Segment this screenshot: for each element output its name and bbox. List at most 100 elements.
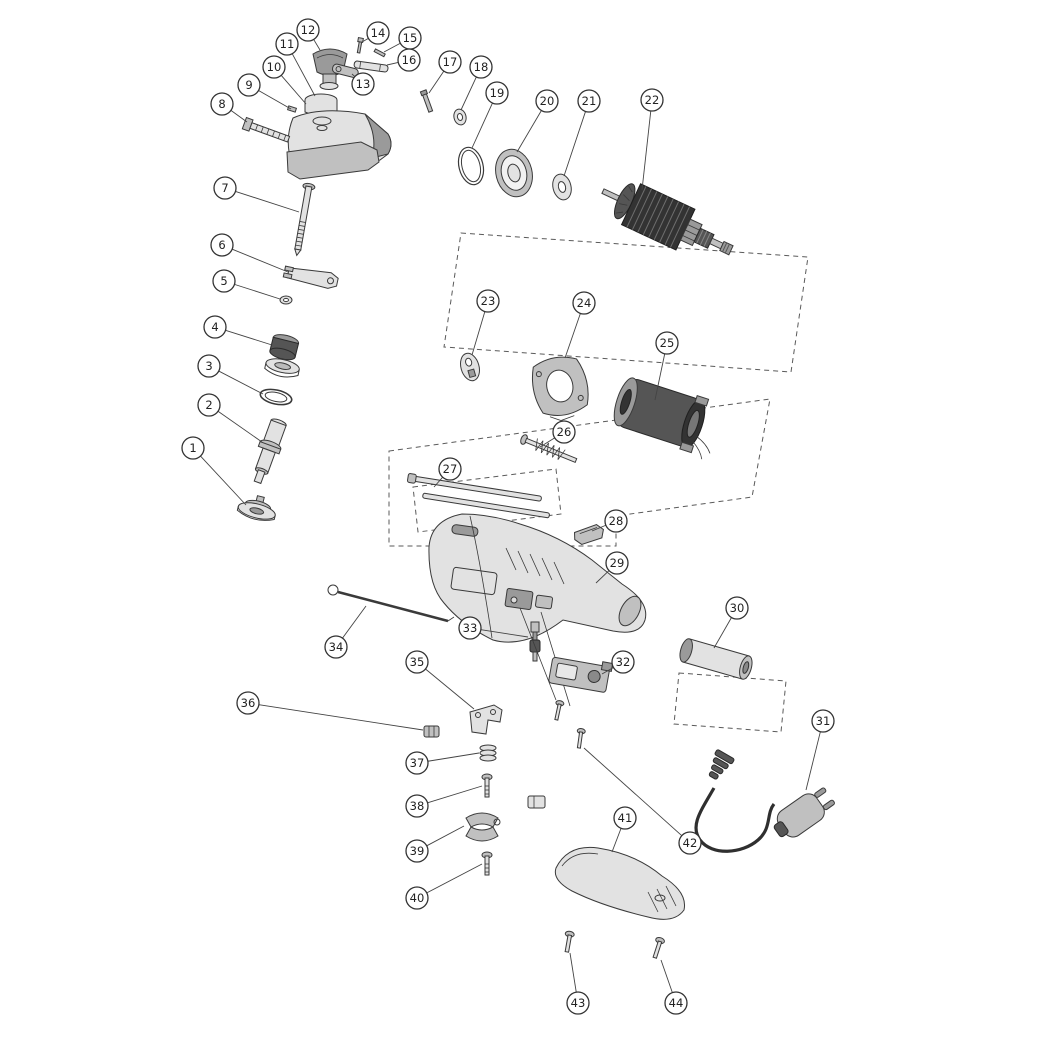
callout-balloon-21: 21 xyxy=(577,89,601,113)
part-main-housing-29 xyxy=(428,513,647,643)
leader-line-29 xyxy=(595,570,610,584)
leader-line-10 xyxy=(280,75,307,105)
part-baffle-plate-24 xyxy=(531,356,589,421)
balloon-circle-26 xyxy=(552,420,576,444)
balloon-number-30: 30 xyxy=(730,601,745,615)
balloon-number-13: 13 xyxy=(356,77,371,91)
leader-line-20 xyxy=(516,110,542,153)
balloon-number-41: 41 xyxy=(618,811,633,825)
leader-line-38 xyxy=(427,785,483,804)
balloon-number-12: 12 xyxy=(301,23,316,37)
balloon-number-6: 6 xyxy=(218,238,225,252)
leader-line-43 xyxy=(569,952,577,993)
leader-line-4 xyxy=(225,329,273,346)
part-clamp-block xyxy=(527,795,546,809)
leader-line-6 xyxy=(232,248,289,273)
leader-line-5 xyxy=(234,283,281,300)
balloon-number-14: 14 xyxy=(371,26,386,40)
balloon-number-26: 26 xyxy=(557,425,572,439)
callout-balloon-24: 24 xyxy=(572,291,596,315)
balloon-circle-14 xyxy=(366,21,390,45)
callout-balloon-43: 43 xyxy=(566,991,590,1015)
balloon-circle-23 xyxy=(476,289,500,313)
leader-line-17 xyxy=(428,70,445,94)
leader-line-34 xyxy=(342,605,367,639)
leader-line-18 xyxy=(460,76,477,111)
balloon-number-40: 40 xyxy=(410,891,425,905)
part-spindle-2 xyxy=(253,418,287,485)
balloon-number-2: 2 xyxy=(205,398,212,412)
balloon-circle-20 xyxy=(535,89,559,113)
leader-line-32 xyxy=(601,667,614,675)
balloon-circle-39 xyxy=(405,839,429,863)
part-switch-module-32 xyxy=(548,656,614,693)
balloon-number-31: 31 xyxy=(816,714,831,728)
callout-balloon-36: 36 xyxy=(236,691,260,715)
balloon-number-21: 21 xyxy=(582,94,597,108)
callout-balloon-41: 41 xyxy=(613,806,637,830)
leader-line-7 xyxy=(235,190,300,213)
balloon-circle-5 xyxy=(212,269,236,293)
callout-balloon-29: 29 xyxy=(605,551,629,575)
leader-line-27 xyxy=(433,476,444,488)
callout-balloon-30: 30 xyxy=(725,596,749,620)
leader-line-21 xyxy=(563,111,586,177)
balloon-circle-43 xyxy=(566,991,590,1015)
assembly-group-box-3 xyxy=(412,468,562,533)
balloon-number-36: 36 xyxy=(241,696,256,710)
part-roller-30 xyxy=(679,638,753,680)
balloon-number-43: 43 xyxy=(571,996,586,1010)
balloon-number-29: 29 xyxy=(610,556,625,570)
callout-balloon-3: 3 xyxy=(197,354,221,378)
balloon-number-10: 10 xyxy=(267,60,282,74)
balloon-circle-34 xyxy=(324,635,348,659)
balloon-circle-3 xyxy=(197,354,221,378)
callout-balloon-4: 4 xyxy=(203,315,227,339)
balloon-number-42: 42 xyxy=(683,836,698,850)
leader-line-19 xyxy=(471,102,493,149)
part-power-cord-31 xyxy=(694,749,835,853)
part-bottom-cover-41 xyxy=(554,846,686,920)
leader-line-11 xyxy=(291,53,316,97)
part-clip-28 xyxy=(574,524,604,545)
part-switch-internals xyxy=(504,588,553,610)
callout-balloon-19: 19 xyxy=(485,81,509,105)
part-screw-40 xyxy=(481,851,493,876)
leader-line-35 xyxy=(425,668,475,710)
part-washer-18 xyxy=(453,108,467,126)
callout-balloon-6: 6 xyxy=(210,233,234,257)
leader-line-3 xyxy=(218,370,264,395)
callout-balloon-31: 31 xyxy=(811,709,835,733)
callout-balloon-12: 12 xyxy=(296,18,320,42)
callout-balloon-35: 35 xyxy=(405,650,429,674)
balloon-circle-40 xyxy=(405,886,429,910)
part-screw-44 xyxy=(652,936,665,959)
assembly-group-box-4 xyxy=(673,672,787,733)
balloon-circle-17 xyxy=(438,50,462,74)
balloon-circle-38 xyxy=(405,794,429,818)
part-armature-22 xyxy=(601,183,734,256)
leader-line-33 xyxy=(480,629,529,638)
callout-balloon-14: 14 xyxy=(366,21,390,45)
callout-balloon-39: 39 xyxy=(405,839,429,863)
balloon-number-18: 18 xyxy=(474,60,489,74)
balloon-number-34: 34 xyxy=(329,640,344,654)
balloon-number-23: 23 xyxy=(481,294,496,308)
callout-balloon-13: 13 xyxy=(351,72,375,96)
balloon-number-38: 38 xyxy=(410,799,425,813)
callout-balloon-18: 18 xyxy=(469,55,493,79)
leader-lines xyxy=(200,38,821,993)
part-bearing-20 xyxy=(495,148,533,198)
part-terminal-36 xyxy=(423,725,440,738)
balloon-circle-12 xyxy=(296,18,320,42)
leader-line-31 xyxy=(805,731,821,791)
balloon-circle-24 xyxy=(572,291,596,315)
part-screw-43 xyxy=(564,930,575,953)
callout-balloon-33: 33 xyxy=(458,616,482,640)
callout-balloon-11: 11 xyxy=(275,32,299,56)
balloon-circle-8 xyxy=(210,92,234,116)
leader-line-44 xyxy=(660,959,673,993)
